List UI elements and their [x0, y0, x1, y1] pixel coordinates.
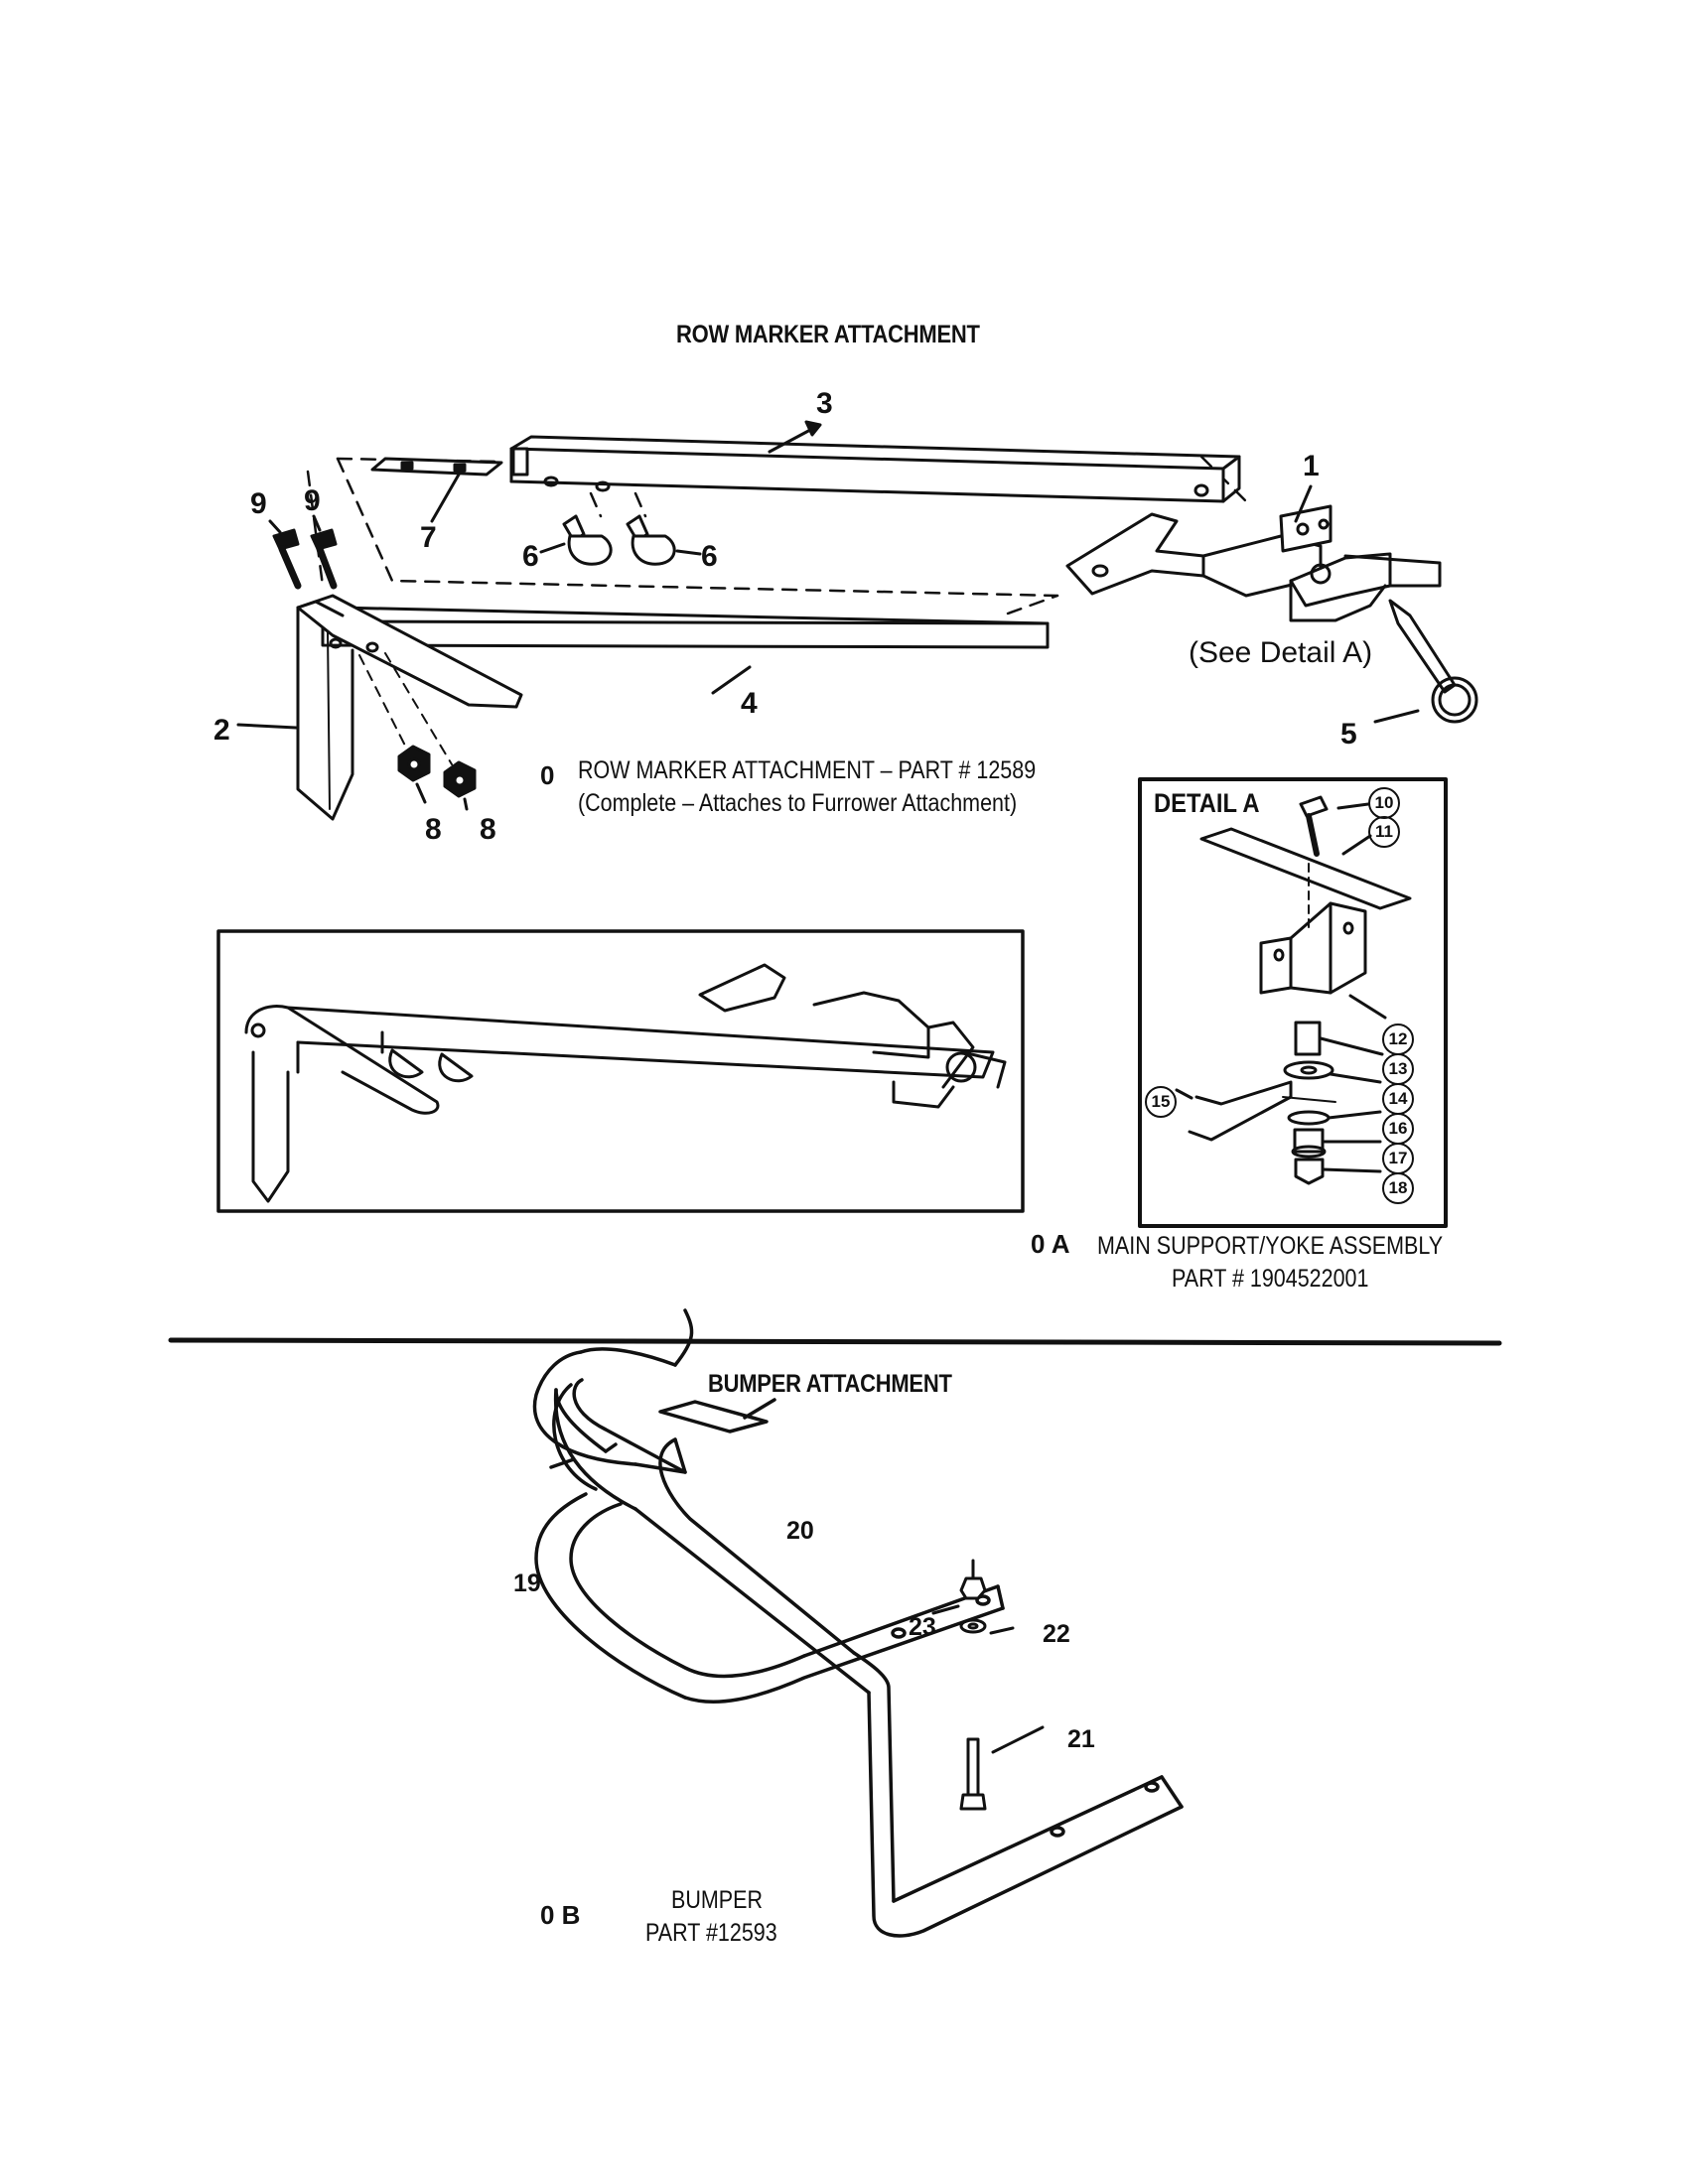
detail-a-callout-12: 12: [1382, 1024, 1414, 1055]
see-detail-a-note: (See Detail A): [1189, 636, 1373, 669]
part-6-bolts: [539, 514, 702, 566]
detail-a-callout-15: 15: [1145, 1086, 1177, 1118]
part-8-nuts: [358, 652, 477, 811]
detail-a-callout-10: 10: [1368, 787, 1400, 819]
detail-a-callout-17: 17: [1382, 1143, 1414, 1174]
part-1-yoke: [1065, 484, 1442, 622]
callout-4: 4: [741, 687, 758, 720]
part-9-bolts: [268, 514, 338, 590]
row-marker-caption-line2: (Complete – Attaches to Furrower Attachm…: [578, 789, 1018, 817]
part-7-plate: [370, 457, 503, 523]
bumper-tube: [532, 1308, 1184, 1938]
callout-2: 2: [213, 714, 230, 747]
main-support-caption-line1: MAIN SUPPORT/YOKE ASSEMBLY: [1097, 1232, 1444, 1260]
callout-23: 23: [909, 1613, 936, 1641]
callout-1: 1: [1303, 450, 1320, 482]
detail-a-callout-16: 16: [1382, 1113, 1414, 1145]
assembly-guide-lines: [306, 455, 1253, 615]
callout-8b: 8: [480, 813, 496, 846]
part-2-blade: [236, 594, 523, 821]
callout-9b: 9: [304, 484, 321, 517]
callout-8a: 8: [425, 813, 442, 846]
detail-a-exploded: [1175, 795, 1412, 1185]
assembled-view-box: [216, 929, 1025, 1213]
bumper-caption-index: 0 B: [540, 1900, 581, 1930]
part-4-tube: [321, 606, 1050, 695]
part-3-tube: [509, 420, 1241, 503]
callout-9a: 9: [250, 487, 267, 520]
callout-6b: 6: [701, 540, 718, 573]
detail-a-callout-14: 14: [1382, 1083, 1414, 1115]
assembled-row-marker: [244, 963, 1007, 1203]
main-support-caption-index: 0 A: [1031, 1229, 1070, 1259]
row-marker-title: ROW MARKER ATTACHMENT: [676, 321, 980, 348]
callout-3: 3: [816, 387, 833, 420]
callout-21: 21: [1067, 1725, 1095, 1753]
callout-5: 5: [1340, 718, 1357, 751]
callout-22: 22: [1043, 1620, 1070, 1648]
row-marker-caption-line1: ROW MARKER ATTACHMENT – PART # 12589: [578, 756, 1037, 784]
detail-a-callout-11: 11: [1368, 816, 1400, 848]
section-divider: [168, 1337, 1502, 1346]
bumper-title: BUMPER ATTACHMENT: [708, 1370, 952, 1398]
callout-6a: 6: [522, 540, 539, 573]
main-support-caption-line2: PART # 1904522001: [1172, 1265, 1369, 1293]
bumper-caption-line1: BUMPER: [671, 1886, 763, 1914]
bumper-hardware: [931, 1559, 1045, 1811]
detail-a-title: DETAIL A: [1154, 788, 1260, 818]
detail-a-callout-18: 18: [1382, 1172, 1414, 1204]
callout-7: 7: [420, 521, 437, 554]
callout-20: 20: [786, 1517, 814, 1545]
detail-a-callout-13: 13: [1382, 1053, 1414, 1085]
row-marker-caption-index: 0: [540, 760, 555, 790]
callout-19: 19: [513, 1570, 541, 1597]
detail-a-box: [1138, 777, 1448, 1228]
part-5-hitch-pin: [1373, 599, 1478, 724]
bumper-caption-line2: PART #12593: [645, 1919, 777, 1947]
